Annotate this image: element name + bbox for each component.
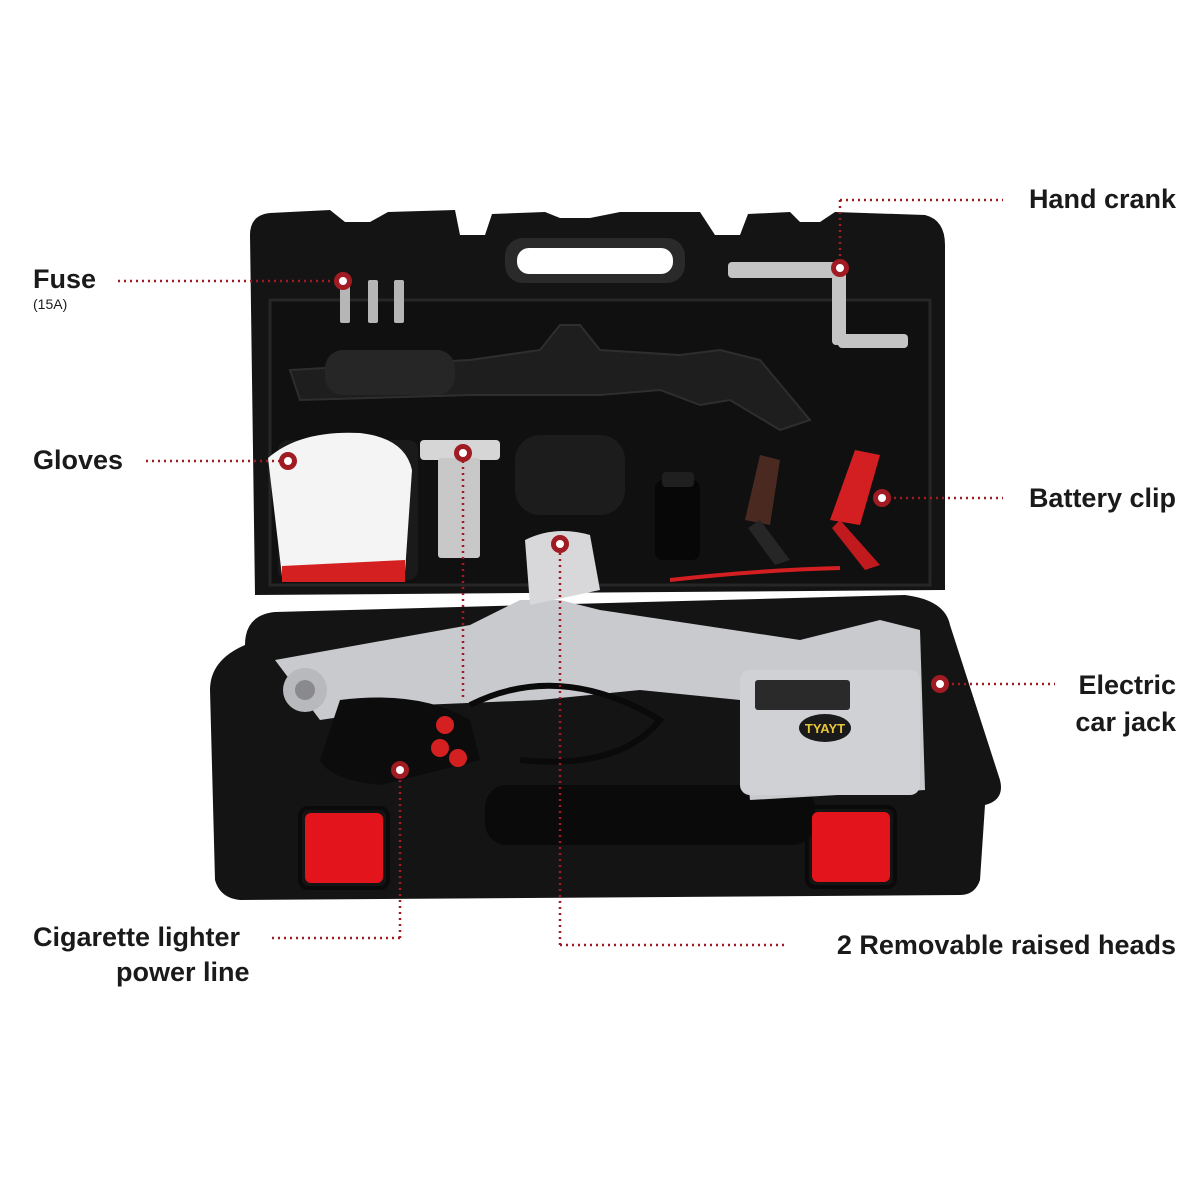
callout-fuse-title: Fuse (33, 264, 97, 294)
marker-gloves-icon (279, 452, 297, 470)
callout-fuse-rating: (15A) (33, 296, 68, 312)
marker-jack-icon (931, 675, 949, 693)
callout-gloves: Gloves (33, 445, 124, 475)
marker-crank-icon (831, 259, 849, 277)
callout-markers (279, 259, 949, 779)
marker-head-icon (551, 535, 569, 553)
battery-clips (669, 450, 880, 582)
marker-bolt-icon (454, 444, 472, 462)
marker-controller-icon (391, 761, 409, 779)
marker-battery-icon (873, 489, 891, 507)
electric-jack: TYAYT (275, 531, 925, 800)
callout-raised-heads: 2 Removable raised heads (836, 930, 1176, 960)
callout-hand-crank: Hand crank (1028, 184, 1176, 214)
gloves (268, 432, 412, 582)
case-latches (298, 805, 897, 890)
marker-fuse-icon (334, 272, 352, 290)
remote-controller (320, 682, 665, 785)
callout-electric-jack-line2: car jack (1075, 707, 1176, 737)
callout-cigarette-line1: Cigarette lighter (33, 922, 241, 952)
hand-crank (728, 262, 908, 348)
jack-brand-label: TYAYT (805, 721, 845, 736)
fuse-set (340, 280, 404, 323)
callout-cigarette-line2: power line (116, 957, 250, 987)
callout-electric-jack-line1: Electric (1078, 670, 1176, 700)
callout-leaders (118, 198, 1055, 947)
callout-battery-clip: Battery clip (1028, 483, 1176, 513)
